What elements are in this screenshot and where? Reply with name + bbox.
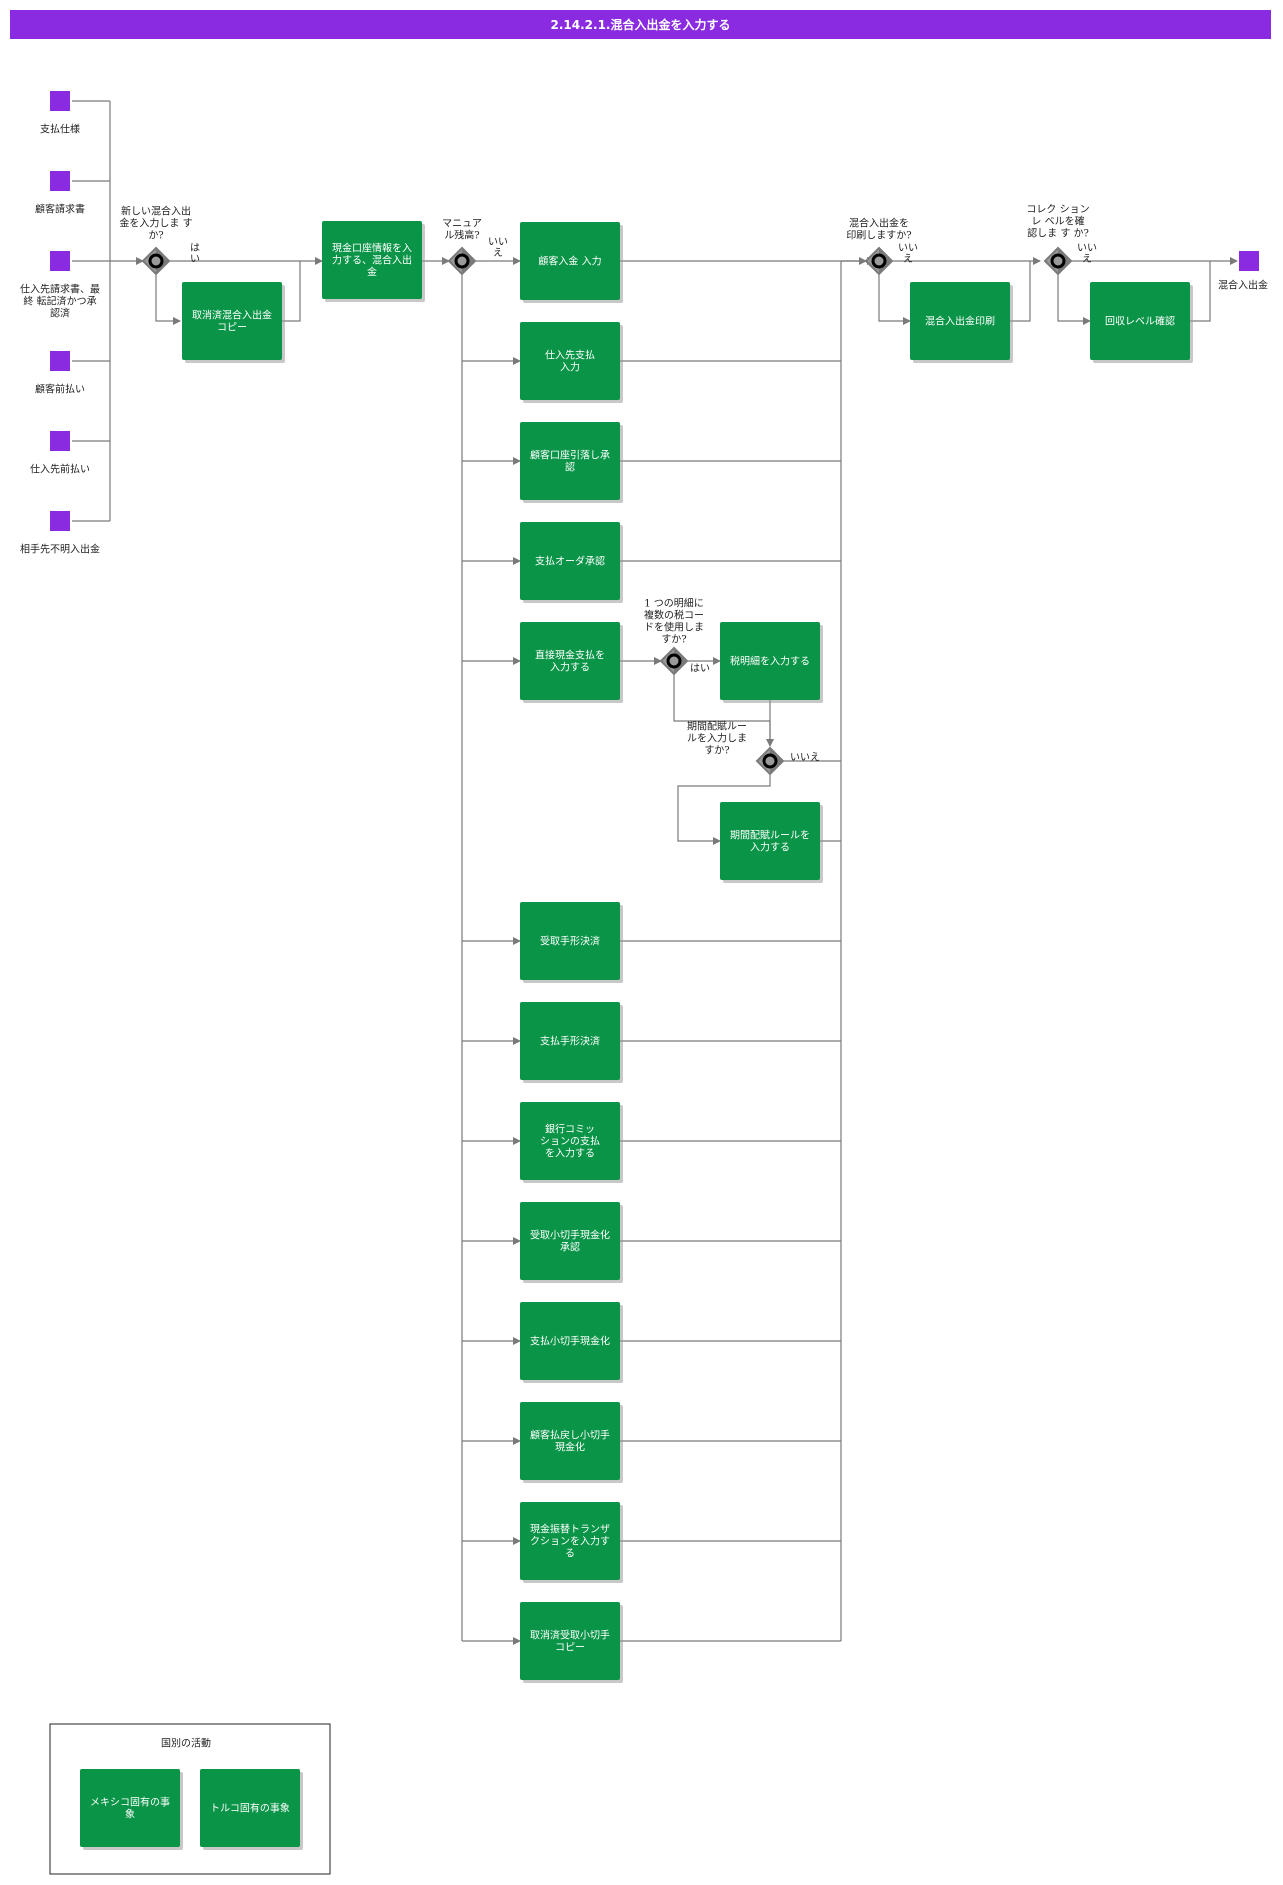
task-cancel-copy-label: 取消済混合入出金コピー <box>192 309 272 334</box>
print-to-merge <box>1010 261 1031 322</box>
task-branch-5-label: 直接現金支払を入力する <box>535 649 605 674</box>
task-print-label: 混合入出金印刷 <box>925 315 995 328</box>
task-accrual-rules[interactable]: 期間配賦ルールを入力する <box>720 802 823 883</box>
task-branch-6-label: 受取手形決済 <box>540 935 600 948</box>
task-print[interactable]: 混合入出金印刷 <box>910 282 1013 363</box>
task-branch-2[interactable]: 仕入先支払入力 <box>520 322 623 403</box>
gateway-manual-balance-no: いいえ <box>488 237 508 259</box>
connectors <box>72 100 1238 1645</box>
gateway-multiple-tax-codes-question: 1 つの明細に複数の税コードを使用しますか? <box>644 597 704 646</box>
gateway-manual-balance-question: マニュアル残高? <box>442 219 482 242</box>
task-branch-6[interactable]: 受取手形決済 <box>520 902 623 983</box>
task-branch-11-label: 顧客払戻し小切手現金化 <box>530 1429 610 1454</box>
start-event-label-6: 相手先不明入出金 <box>20 543 100 556</box>
gateway-new-entry <box>141 246 171 276</box>
task-collection-level-label: 回収レベル確認 <box>1105 315 1175 328</box>
gateway-collection-level <box>1043 246 1073 276</box>
diagram-title: 2.14.2.1.混合入出金を入力する <box>10 10 1271 39</box>
start-event-label-5: 仕入先前払い <box>30 463 90 476</box>
gateway-accrual-rule-question: 期間配賦ルールを入力しますか? <box>687 721 747 757</box>
start-event-label-3: 仕入先請求書、最終 転記済かつ承認済 <box>20 283 100 320</box>
legend-item-turkey: トルコ固有の事象 <box>200 1769 303 1850</box>
task-branch-4-label: 支払オーダ承認 <box>535 555 605 568</box>
legend-item-mexico: メキシコ固有の事象 <box>80 1769 183 1850</box>
gateway-print-question: 混合入出金を印刷しますか? <box>846 217 911 242</box>
task-branch-5[interactable]: 直接現金支払を入力する <box>520 622 623 703</box>
start-event-label-1: 支払仕様 <box>40 123 80 136</box>
task-branch-8[interactable]: 銀行コミッションの支払を入力する <box>520 1102 623 1183</box>
start-event-6 <box>50 511 70 531</box>
task-branch-13[interactable]: 取消済受取小切手コピー <box>520 1602 623 1683</box>
cancel-copy-to-merge <box>282 261 301 322</box>
gateway-print-no: いいえ <box>898 243 918 265</box>
g3-yes-to-print <box>878 274 911 325</box>
task-cash-account-info-label: 現金口座情報を入力する、混合入出金 <box>332 242 412 279</box>
nodes: 取消済混合入出金コピー 現金口座情報を入力する、混合入出金 顧客入金 入力仕入先支払… <box>49 91 1259 1875</box>
task-branch-3-label: 顧客口座引落し承認 <box>530 449 610 474</box>
g6-yes-to-accrual <box>677 774 771 845</box>
end-event <box>1239 251 1259 271</box>
task-branch-9[interactable]: 受取小切手現金化承認 <box>520 1202 623 1283</box>
start-event-label-4: 顧客前払い <box>35 383 85 396</box>
task-branch-8-label: 銀行コミッションの支払を入力する <box>540 1123 600 1160</box>
task-branch-11[interactable]: 顧客払戻し小切手現金化 <box>520 1402 623 1483</box>
gateway-collection-level-question: コレク ションレ ベルを確認しま す か? <box>1026 204 1089 240</box>
start-event-3 <box>50 251 70 271</box>
task-branch-7[interactable]: 支払手形決済 <box>520 1002 623 1083</box>
task-accrual-rules-label: 期間配賦ルールを入力する <box>730 830 810 854</box>
gateway-multiple-tax-codes <box>659 646 689 676</box>
task-branch-1[interactable]: 顧客入金 入力 <box>520 222 623 303</box>
collection-to-merge <box>1190 261 1211 322</box>
start-event-4 <box>50 351 70 371</box>
task-branch-4[interactable]: 支払オーダ承認 <box>520 522 623 603</box>
task-branch-13-label: 取消済受取小切手コピー <box>530 1629 610 1654</box>
task-branch-9-label: 受取小切手現金化承認 <box>530 1229 610 1254</box>
task-branch-12-label: 現金振替トランザクションを入力する <box>530 1523 610 1560</box>
task-branch-12[interactable]: 現金振替トランザクションを入力する <box>520 1502 623 1583</box>
gateway-accrual-rule-no: いいえ <box>790 752 820 764</box>
gateway-new-entry-question: 新しい混合入出金を入力しま すか? <box>119 205 192 242</box>
task-branch-7-label: 支払手形決済 <box>540 1035 600 1048</box>
g1-to-cancel-copy <box>155 274 181 325</box>
task-branch-10[interactable]: 支払小切手現金化 <box>520 1302 623 1383</box>
legend-item-mexico-label: メキシコ固有の事象 <box>90 1796 170 1821</box>
end-event-label: 混合入出金 <box>1218 279 1268 292</box>
gateway-accrual-rule <box>755 746 785 776</box>
task-tax-lines[interactable]: 税明細を入力する <box>720 622 823 703</box>
task-cash-account-info[interactable]: 現金口座情報を入力する、混合入出金 <box>322 221 425 302</box>
legend-item-turkey-label: トルコ固有の事象 <box>210 1802 290 1815</box>
task-branch-1-label: 顧客入金 入力 <box>538 255 601 268</box>
task-tax-lines-label: 税明細を入力する <box>730 655 810 668</box>
gateway-new-entry-yes: はい <box>190 242 200 265</box>
start-event-1 <box>50 91 70 111</box>
legend-title: 国別の活動 <box>161 1737 211 1750</box>
legend <box>49 1723 331 1875</box>
gateway-multiple-tax-codes-yes: はい <box>690 663 710 675</box>
task-branch-3[interactable]: 顧客口座引落し承認 <box>520 422 623 503</box>
task-branch-10-label: 支払小切手現金化 <box>530 1335 610 1348</box>
task-collection-level[interactable]: 回収レベル確認 <box>1090 282 1193 363</box>
gateway-collection-level-no: いいえ <box>1077 243 1097 265</box>
task-cancel-copy[interactable]: 取消済混合入出金コピー <box>182 282 285 363</box>
start-event-5 <box>50 431 70 451</box>
gateway-print <box>864 246 894 276</box>
task-branch-2-label: 仕入先支払入力 <box>545 349 595 374</box>
start-event-label-2: 顧客請求書 <box>35 203 85 216</box>
g4-yes-to-collection <box>1057 274 1091 325</box>
gateway-manual-balance <box>447 246 477 276</box>
start-event-2 <box>50 171 70 191</box>
